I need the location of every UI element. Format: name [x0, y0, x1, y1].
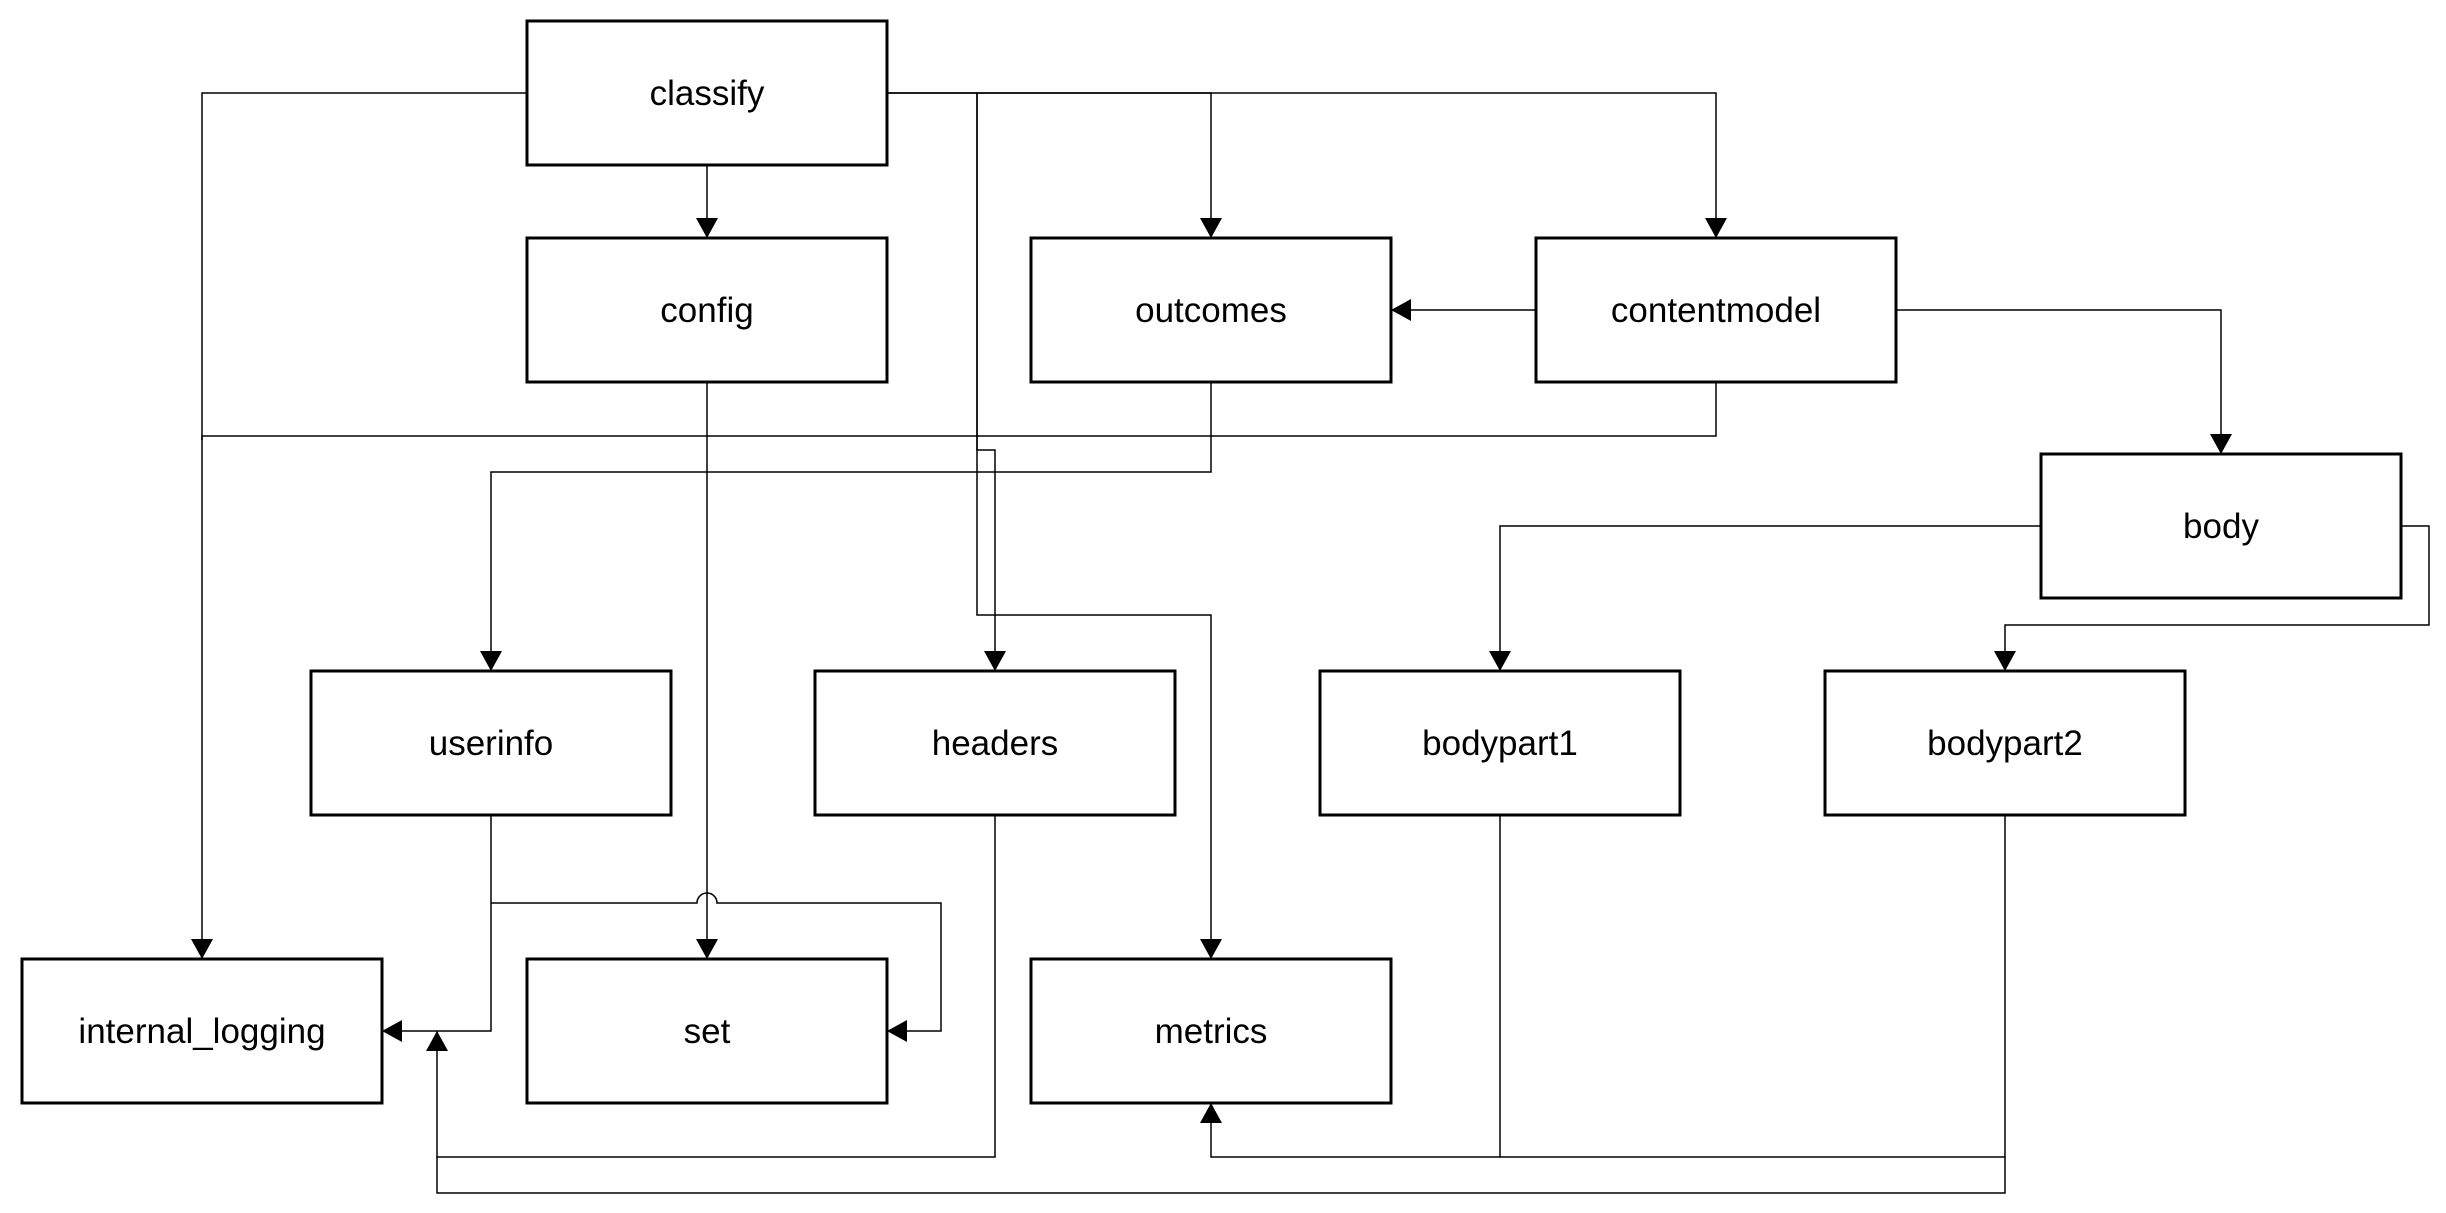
node-label: userinfo [429, 724, 554, 763]
arrowhead-internal_logging [382, 1020, 402, 1042]
node-body: body [2039, 452, 2403, 600]
arrowhead-internal_logging [191, 939, 213, 959]
arrowhead-bodypart1 [1489, 651, 1511, 671]
node-box [525, 236, 889, 384]
edge-config-to-set [696, 382, 718, 959]
edge-bodypart1-to-metrics [1200, 815, 1501, 1158]
edge-classify-to-internal_logging [191, 92, 527, 959]
node-label: config [660, 291, 753, 330]
arrowhead-contentmodel [1705, 218, 1727, 238]
nodes-layer: classify config outcomes contentmodel body us… [20, 19, 2403, 1105]
node-label: bodypart2 [1927, 724, 2083, 763]
edge-headers-to-internal_logging [426, 815, 996, 1158]
edge-contentmodel-to-body [1896, 309, 2232, 454]
arrowhead-userinfo [480, 651, 502, 671]
edge-classify-to-metrics [976, 93, 1222, 959]
edge-body-to-bodypart2 [1994, 525, 2430, 671]
node-box [1318, 669, 1682, 817]
node-label: classify [650, 74, 765, 113]
node-set: set [525, 957, 889, 1105]
node-label: internal_logging [78, 1012, 325, 1051]
node-internal-logging: internal_logging [20, 957, 384, 1105]
node-outcomes: outcomes [1029, 236, 1393, 384]
node-contentmodel: contentmodel [1534, 236, 1898, 384]
arrowhead-set [887, 1020, 907, 1042]
edge-classify-to-outcomes [887, 92, 1222, 238]
arrowhead-config [696, 218, 718, 238]
node-box [1823, 669, 2187, 817]
arrowhead-internal_logging [426, 1031, 448, 1051]
node-label: headers [932, 724, 1058, 763]
edge-userinfo-to-set [491, 892, 942, 1042]
node-box [20, 957, 384, 1105]
node-box [1534, 236, 1898, 384]
arrowhead-set [696, 939, 718, 959]
edge-contentmodel-to-outcomes [1391, 299, 1536, 321]
node-label: outcomes [1135, 291, 1287, 330]
node-label: body [2183, 507, 2259, 546]
edge-body-to-bodypart1 [1489, 525, 2041, 671]
edge-classify-to-config [696, 165, 718, 238]
node-classify: classify [525, 19, 889, 167]
node-bodypart1: bodypart1 [1318, 669, 1682, 817]
edge-classify-to-headers [976, 93, 1006, 671]
node-box [1029, 957, 1393, 1105]
arrowhead-bodypart2 [1994, 651, 2016, 671]
node-userinfo: userinfo [309, 669, 673, 817]
edge-contentmodel-to-internal_logging [201, 310, 1717, 440]
node-label: bodypart1 [1422, 724, 1578, 763]
node-box [525, 957, 889, 1105]
node-box [525, 19, 889, 167]
node-label: metrics [1155, 1012, 1268, 1051]
arrowhead-metrics [1200, 1103, 1222, 1123]
arrowhead-outcomes [1200, 218, 1222, 238]
arrowhead-body [2210, 434, 2232, 454]
node-box [2039, 452, 2403, 600]
node-bodypart2: bodypart2 [1823, 669, 2187, 817]
node-config: config [525, 236, 889, 384]
edge-bodypart2-to-metrics [1500, 815, 2006, 1158]
arrowhead-headers [984, 651, 1006, 671]
edge-classify-to-contentmodel [887, 92, 1727, 238]
node-headers: headers [813, 669, 1177, 817]
edge-outcomes-to-userinfo [480, 382, 1212, 671]
edge-bodypart2-to-internal_logging [436, 1157, 2006, 1194]
node-label: contentmodel [1611, 291, 1821, 330]
arrowhead-outcomes [1391, 299, 1411, 321]
node-box [813, 669, 1177, 817]
node-box [309, 669, 673, 817]
node-metrics: metrics [1029, 957, 1393, 1105]
node-box [1029, 236, 1393, 384]
arrowhead-metrics [1200, 939, 1222, 959]
edge-userinfo-to-internal_logging [382, 743, 492, 1042]
edges-layer [191, 92, 2430, 1194]
node-label: set [684, 1012, 731, 1051]
